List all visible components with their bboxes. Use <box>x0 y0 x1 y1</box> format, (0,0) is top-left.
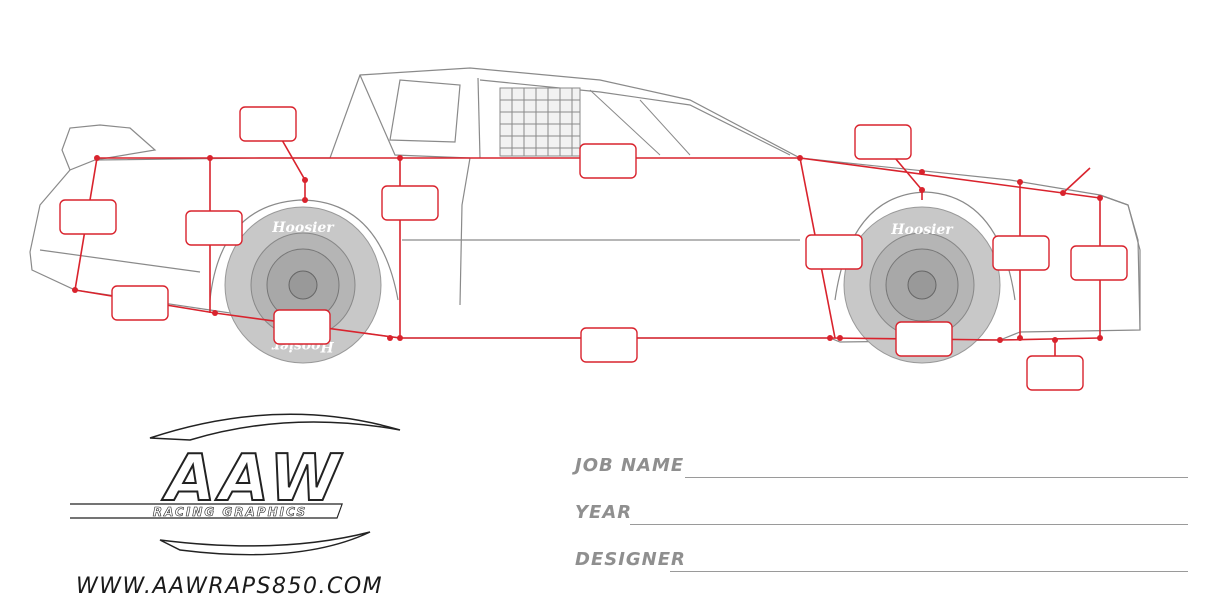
measure-box-front-wheel[interactable] <box>895 321 953 357</box>
year-line[interactable] <box>630 524 1188 525</box>
aaw-logo: AAW RACING GRAPHICS <box>70 413 401 556</box>
measure-box-door-bottom[interactable] <box>580 327 638 363</box>
measure-box-front-fender[interactable] <box>805 234 863 270</box>
year-field: YEAR <box>0 492 1206 532</box>
measure-box-door-top[interactable] <box>579 143 637 179</box>
car-template-diagram: Hoosier Hoosier Hoosier <box>29 67 1141 391</box>
measurement-points <box>72 155 1103 343</box>
front-tire-brand-top: Hoosier <box>890 222 954 238</box>
rear-tire-brand-top: Hoosier <box>271 220 335 236</box>
window-net <box>499 87 691 157</box>
measure-box-door-front[interactable] <box>381 185 439 221</box>
measure-box-front-lower[interactable] <box>1026 355 1084 391</box>
job-name-line[interactable] <box>685 477 1188 478</box>
measure-box-rear-quarter[interactable] <box>185 210 243 246</box>
job-name-label: JOB NAME <box>575 455 685 476</box>
designer-field: DESIGNER <box>0 539 1206 579</box>
measure-box-nose[interactable] <box>1070 245 1128 281</box>
designer-label: DESIGNER <box>575 549 686 570</box>
measure-box-front-quarter[interactable] <box>992 235 1050 271</box>
website-url[interactable]: WWW.AAWRAPS850.COM <box>76 574 384 599</box>
job-name-field: JOB NAME <box>0 445 1206 485</box>
year-label: YEAR <box>575 502 633 523</box>
measure-box-rear-roof[interactable] <box>239 106 297 142</box>
measure-box-rear-bumper[interactable] <box>59 199 117 235</box>
measure-box-rear-wheel[interactable] <box>273 309 331 345</box>
designer-line[interactable] <box>670 571 1188 572</box>
front-wheel: Hoosier <box>843 206 1001 364</box>
measurement-boxes <box>59 106 1128 391</box>
measure-box-rear-lower[interactable] <box>111 285 169 321</box>
logo-subtitle: RACING GRAPHICS <box>153 505 307 519</box>
measure-box-hood[interactable] <box>854 124 912 160</box>
